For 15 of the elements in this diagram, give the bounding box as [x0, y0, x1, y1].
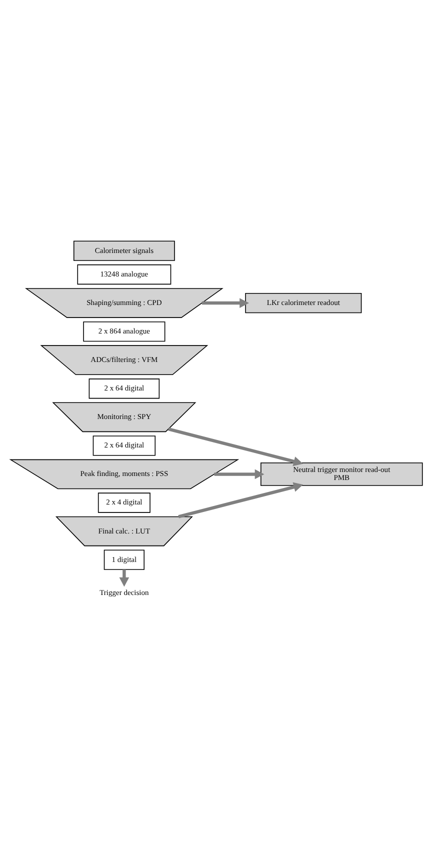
node-text: Trigger decision [100, 588, 149, 598]
node-box: Calorimeter signals [73, 240, 175, 261]
arrow [119, 570, 130, 587]
node-box: 2 x 64 digital [92, 436, 156, 456]
node-box: 13248 analogue [77, 264, 172, 285]
arrow [168, 428, 304, 466]
node-box: 2 x 64 digital [88, 378, 160, 399]
node-box: 2 x 4 digital [98, 492, 150, 513]
node-box: Neutral trigger monitor read-out PMB [260, 462, 423, 486]
node-box: LKr calorimeter readout [245, 292, 362, 314]
node-box: 1 digital [104, 550, 144, 570]
arrow [202, 298, 249, 308]
arrow [178, 482, 304, 518]
node-box: 2 x 864 analogue [83, 321, 166, 342]
arrow [214, 469, 264, 480]
